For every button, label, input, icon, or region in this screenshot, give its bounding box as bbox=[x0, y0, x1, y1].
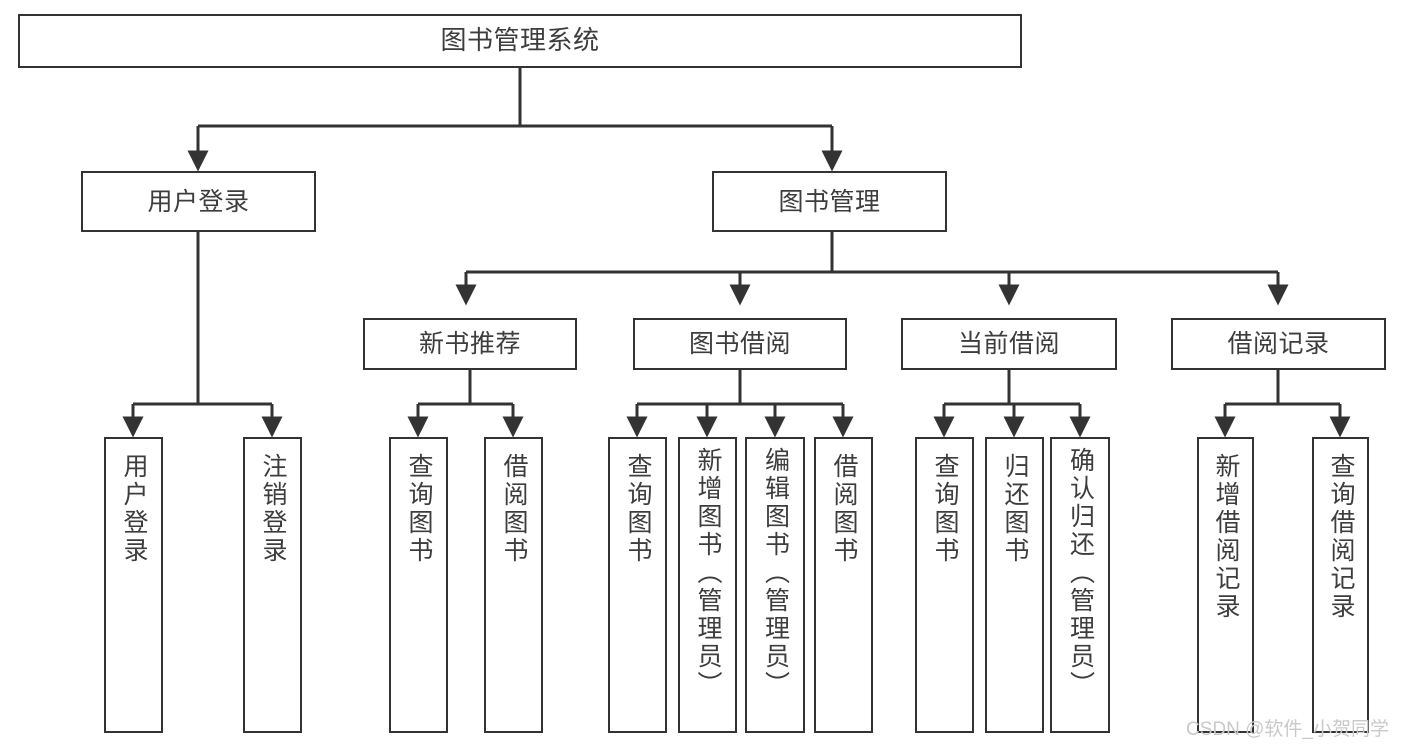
leaf-borrow-query-book-label: 查询图书 bbox=[624, 453, 652, 565]
leaf-return-book[interactable]: 归还图书 bbox=[985, 437, 1044, 733]
node-book-borrow-label: 图书借阅 bbox=[688, 330, 791, 358]
leaf-add-book-admin-label: 新增图书（管理员） bbox=[694, 447, 722, 699]
leaf-current-query-book-label: 查询图书 bbox=[931, 453, 959, 565]
node-new-book-recommend-label: 新书推荐 bbox=[418, 330, 521, 358]
leaf-borrow-query-book[interactable]: 查询图书 bbox=[608, 437, 667, 733]
leaf-add-borrow-record-label: 新增借阅记录 bbox=[1212, 453, 1240, 621]
csdn-watermark: CSDN @软件_小贺同学 bbox=[1186, 719, 1389, 740]
leaf-user-login-label: 用户登录 bbox=[120, 453, 148, 565]
node-current-borrow-label: 当前借阅 bbox=[957, 330, 1060, 358]
node-book-management-label: 图书管理 bbox=[778, 187, 881, 216]
node-book-management[interactable]: 图书管理 bbox=[712, 171, 947, 232]
node-book-borrow[interactable]: 图书借阅 bbox=[633, 318, 847, 370]
leaf-logout-label: 注销登录 bbox=[259, 453, 287, 565]
node-new-book-recommend[interactable]: 新书推荐 bbox=[363, 318, 577, 370]
node-root-label: 图书管理系统 bbox=[440, 25, 600, 56]
node-borrow-record-label: 借阅记录 bbox=[1227, 330, 1330, 358]
node-current-borrow[interactable]: 当前借阅 bbox=[901, 318, 1117, 370]
node-user-login[interactable]: 用户登录 bbox=[81, 171, 316, 232]
leaf-borrow-book[interactable]: 借阅图书 bbox=[814, 437, 873, 733]
leaf-new-book-borrow[interactable]: 借阅图书 bbox=[484, 437, 543, 733]
node-borrow-record[interactable]: 借阅记录 bbox=[1171, 318, 1386, 370]
leaf-new-book-borrow-label: 借阅图书 bbox=[500, 453, 528, 565]
leaf-edit-book-admin-label: 编辑图书（管理员） bbox=[761, 447, 790, 699]
leaf-confirm-return-admin[interactable]: 确认归还（管理员） bbox=[1050, 437, 1110, 733]
leaf-edit-book-admin[interactable]: 编辑图书（管理员） bbox=[745, 437, 805, 733]
leaf-add-book-admin[interactable]: 新增图书（管理员） bbox=[678, 437, 737, 733]
leaf-borrow-book-label: 借阅图书 bbox=[830, 453, 858, 565]
leaf-current-query-book[interactable]: 查询图书 bbox=[915, 437, 974, 733]
leaf-new-book-query[interactable]: 查询图书 bbox=[389, 437, 448, 733]
leaf-confirm-return-admin-label: 确认归还（管理员） bbox=[1066, 447, 1095, 699]
leaf-return-book-label: 归还图书 bbox=[1001, 453, 1029, 565]
leaf-logout[interactable]: 注销登录 bbox=[243, 437, 302, 733]
leaf-new-book-query-label: 查询图书 bbox=[405, 453, 433, 565]
node-user-login-label: 用户登录 bbox=[147, 187, 250, 216]
node-root[interactable]: 图书管理系统 bbox=[18, 14, 1022, 68]
leaf-query-borrow-record[interactable]: 查询借阅记录 bbox=[1312, 437, 1369, 733]
leaf-add-borrow-record[interactable]: 新增借阅记录 bbox=[1197, 437, 1254, 733]
leaf-user-login[interactable]: 用户登录 bbox=[104, 437, 163, 733]
leaf-query-borrow-record-label: 查询借阅记录 bbox=[1327, 453, 1355, 621]
